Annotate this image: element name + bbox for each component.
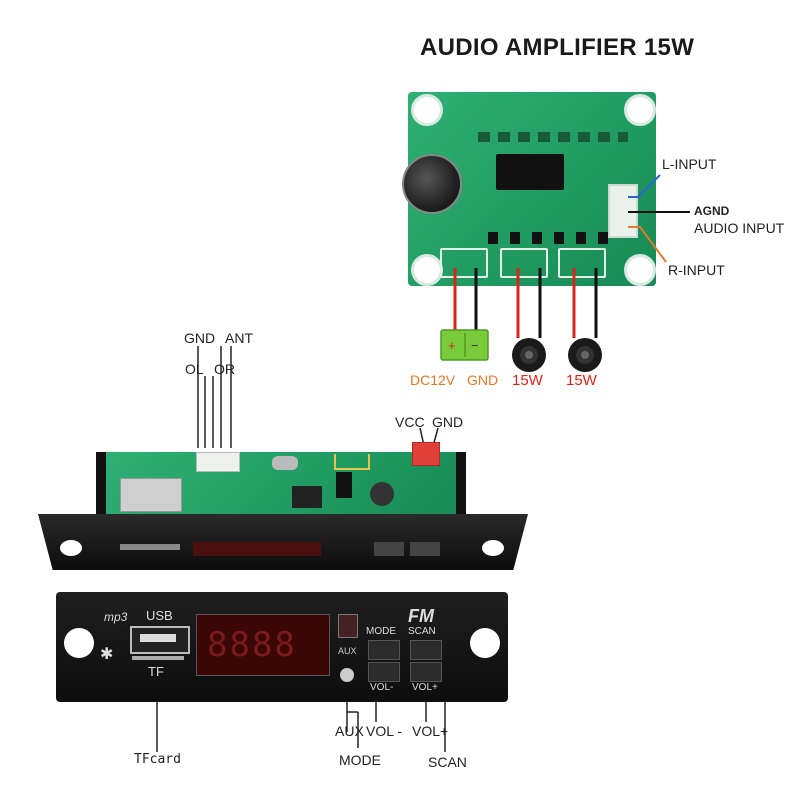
- panel-hole-right: [470, 628, 500, 658]
- front-bezel-side-view: [38, 514, 528, 570]
- mount-post: [456, 452, 466, 520]
- led-display: 8888: [196, 614, 330, 676]
- power-terminal: [440, 248, 488, 278]
- aux-jack[interactable]: [340, 668, 354, 682]
- volminus-small-label: VOL-: [370, 682, 394, 693]
- audio-input-label: AUDIO INPUT: [694, 220, 785, 236]
- capacitor: [402, 154, 462, 214]
- bezel-button: [410, 542, 440, 556]
- l-input-wire: [628, 174, 661, 198]
- speaker-right-icon: [568, 338, 602, 372]
- smd-row: [488, 232, 608, 244]
- bezel-button: [374, 542, 404, 556]
- module-ant-label: ANT: [225, 330, 253, 346]
- module-gnd2-label: GND: [432, 414, 464, 430]
- l-input-label: L-INPUT: [662, 156, 717, 172]
- dc12v-label: DC12V: [410, 372, 456, 388]
- usb-port-housing: [120, 478, 182, 512]
- tf-label: TF: [148, 664, 164, 679]
- bezel-usb: [120, 544, 180, 550]
- module-or-label: OR: [214, 361, 235, 377]
- r-input-label: R-INPUT: [668, 262, 725, 278]
- bluetooth-icon: ✱: [100, 646, 114, 663]
- vol-plus-button[interactable]: [410, 662, 442, 682]
- mode-button[interactable]: [368, 640, 400, 660]
- speaker-right-label: 15W: [566, 372, 597, 389]
- plus-sign: +: [448, 338, 456, 353]
- vol-minus-button[interactable]: [368, 662, 400, 682]
- volplus-small-label: VOL+: [412, 682, 438, 693]
- mode-callout: MODE: [339, 752, 381, 768]
- ir-receiver: [336, 472, 352, 498]
- mount-hole: [624, 94, 656, 126]
- ir-window: [338, 614, 358, 638]
- module-vcc-label: VCC: [395, 414, 425, 430]
- antenna-trace: [334, 454, 370, 470]
- tfcard-callout: TFcard: [134, 752, 181, 767]
- r-input-wire: [628, 226, 667, 263]
- amplifier-chip: [496, 154, 564, 190]
- volplus-callout: VOL+: [412, 723, 449, 739]
- bluetooth-chip: [292, 486, 322, 508]
- bezel-display: [193, 542, 321, 556]
- gnd-label: GND: [467, 372, 499, 388]
- power-header: [412, 442, 440, 466]
- usb-port[interactable]: [130, 626, 190, 654]
- scan-small-label: SCAN: [408, 626, 436, 637]
- volminus-callout: VOL -: [366, 723, 403, 739]
- speaker-left-label: 15W: [512, 372, 543, 389]
- scan-callout: SCAN: [428, 754, 467, 770]
- left-speaker-terminal: [500, 248, 548, 278]
- aux-callout: AUX: [335, 723, 364, 739]
- diagram-title: AUDIO AMPLIFIER 15W: [420, 34, 695, 61]
- smd-row: [478, 132, 628, 142]
- usb-label: USB: [146, 608, 173, 623]
- aux-small-label: AUX: [338, 646, 357, 656]
- mp3-module-board: [102, 442, 462, 520]
- module-ol-label: OL: [185, 361, 204, 377]
- audio-connector: [196, 452, 240, 472]
- scan-button[interactable]: [410, 640, 442, 660]
- mount-post: [96, 452, 106, 520]
- crystal: [272, 456, 298, 470]
- module-gnd-label: GND: [184, 330, 216, 346]
- mode-small-label: MODE: [366, 626, 396, 637]
- bezel-hole: [482, 540, 504, 556]
- bezel-hole: [60, 540, 82, 556]
- inductor: [370, 482, 394, 506]
- mount-hole: [624, 254, 656, 286]
- amplifier-board: [402, 92, 656, 286]
- right-speaker-terminal: [558, 248, 606, 278]
- mp3-logo: mp3: [104, 610, 128, 624]
- speaker-left-icon: [512, 338, 546, 372]
- minus-sign: −: [471, 338, 479, 353]
- fm-logo: FM: [408, 606, 434, 626]
- agnd-label: AGND: [694, 204, 730, 218]
- input-header: [608, 184, 638, 238]
- mount-hole: [411, 94, 443, 126]
- tf-slot[interactable]: [132, 656, 184, 660]
- front-panel: mp3 USB ✱ TF 8888 AUX FM MODE SCAN VOL- …: [56, 592, 508, 702]
- panel-hole-left: [64, 628, 94, 658]
